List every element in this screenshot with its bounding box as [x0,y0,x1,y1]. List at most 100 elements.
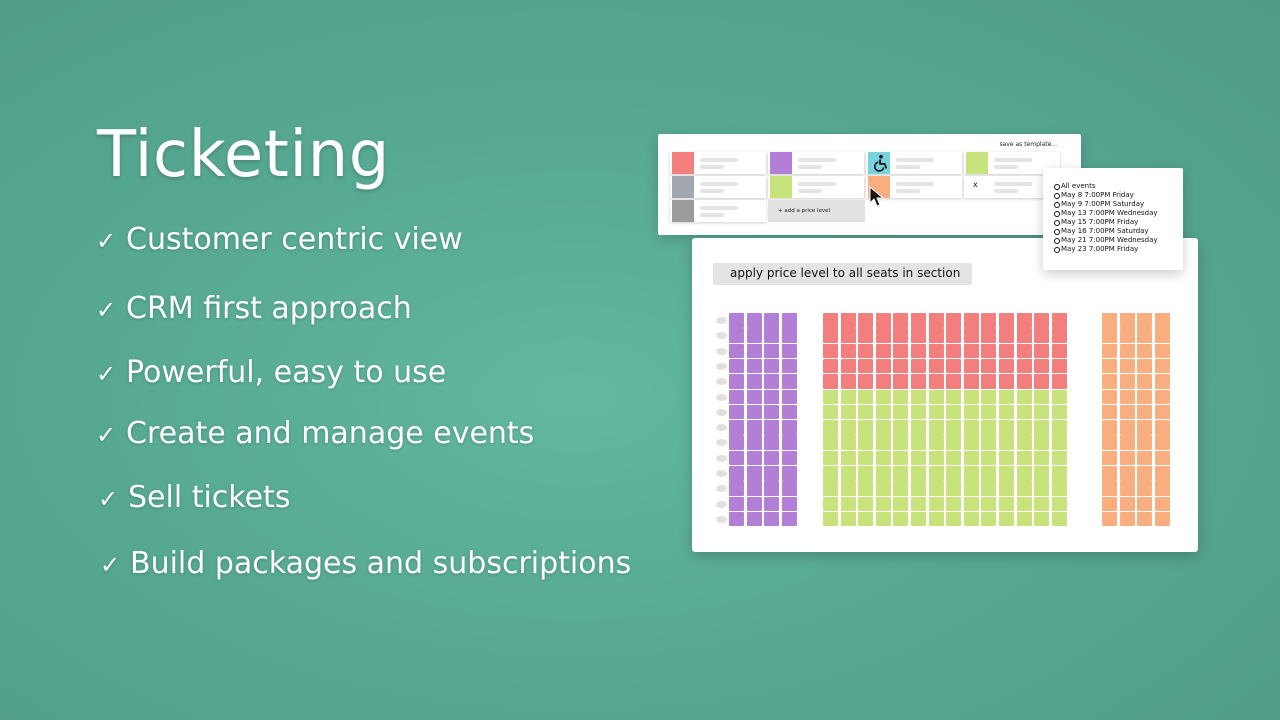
seat[interactable] [928,343,944,359]
seat[interactable] [963,481,979,496]
seat[interactable] [893,404,909,420]
seat[interactable] [999,496,1014,512]
seat[interactable] [946,389,962,404]
seat[interactable] [893,511,909,527]
seat[interactable] [823,313,838,328]
seat[interactable] [858,328,874,343]
seat[interactable] [893,481,909,496]
seat[interactable] [875,343,891,359]
seat[interactable] [928,389,944,404]
seat[interactable] [1154,435,1170,450]
row-label[interactable] [716,393,727,401]
seat[interactable] [1154,481,1170,496]
seat[interactable] [764,328,780,343]
seat[interactable] [911,481,926,496]
seat[interactable] [875,313,891,328]
seat[interactable] [999,435,1014,450]
seat[interactable] [858,343,874,359]
seat[interactable] [1051,374,1067,389]
seat[interactable] [999,343,1014,359]
seat[interactable] [746,511,762,527]
seat[interactable] [928,496,944,512]
seat[interactable] [781,313,797,328]
price-level-card[interactable] [670,176,766,198]
seat[interactable] [858,389,874,404]
seat[interactable] [1119,481,1135,496]
seat[interactable] [875,374,891,389]
seat[interactable] [1137,496,1153,512]
seat[interactable] [840,420,856,435]
seat[interactable] [875,466,891,481]
seat[interactable] [823,389,838,404]
seat[interactable] [823,450,838,466]
seat[interactable] [746,481,762,496]
seat[interactable] [781,404,797,420]
price-level-card[interactable] [964,152,1060,174]
seat[interactable] [840,358,856,374]
seat[interactable] [928,328,944,343]
seat[interactable] [781,450,797,466]
remove-price-level-button[interactable]: x [973,180,978,189]
seat[interactable] [1016,420,1032,435]
price-level-swatch[interactable] [770,152,792,174]
seat[interactable] [981,358,997,374]
seat[interactable] [1154,389,1170,404]
seat[interactable] [764,404,780,420]
row-label[interactable] [716,408,727,416]
seat[interactable] [1102,343,1117,359]
seat[interactable] [928,313,944,328]
seat[interactable] [963,374,979,389]
seat[interactable] [781,420,797,435]
seat[interactable] [911,496,926,512]
row-label[interactable] [716,515,727,523]
seat[interactable] [746,420,762,435]
seat[interactable] [781,358,797,374]
seat[interactable] [823,466,838,481]
seat[interactable] [1102,466,1117,481]
seat[interactable] [946,343,962,359]
seat[interactable] [840,466,856,481]
row-label[interactable] [716,454,727,462]
seat[interactable] [764,389,780,404]
seat[interactable] [963,466,979,481]
seat[interactable] [946,450,962,466]
seat[interactable] [858,511,874,527]
seat[interactable] [875,496,891,512]
seat[interactable] [981,511,997,527]
seat[interactable] [781,389,797,404]
seat[interactable] [1137,435,1153,450]
seat[interactable] [764,374,780,389]
seat[interactable] [1154,450,1170,466]
seat[interactable] [823,404,838,420]
seat[interactable] [1051,435,1067,450]
seat[interactable] [764,358,780,374]
price-level-swatch[interactable] [868,152,890,174]
seat[interactable] [840,481,856,496]
seat[interactable] [1137,343,1153,359]
seat[interactable] [911,358,926,374]
seat[interactable] [1119,343,1135,359]
seat[interactable] [1119,466,1135,481]
seat[interactable] [946,404,962,420]
seat[interactable] [963,389,979,404]
row-label[interactable] [716,317,727,324]
event-option[interactable]: May 8 7:00PM Friday [1054,191,1183,200]
seat[interactable] [1137,358,1153,374]
seat[interactable] [1051,466,1067,481]
seat[interactable] [875,328,891,343]
seat[interactable] [729,435,744,450]
seat[interactable] [729,450,744,466]
seat[interactable] [1016,450,1032,466]
seat[interactable] [840,374,856,389]
seat[interactable] [893,389,909,404]
seat[interactable] [875,481,891,496]
seat[interactable] [981,343,997,359]
seat[interactable] [781,481,797,496]
seat[interactable] [1016,358,1032,374]
seat[interactable] [928,435,944,450]
seat[interactable] [946,466,962,481]
seat[interactable] [928,358,944,374]
seat[interactable] [840,450,856,466]
price-level-card[interactable] [670,152,766,174]
seat[interactable] [729,343,744,359]
